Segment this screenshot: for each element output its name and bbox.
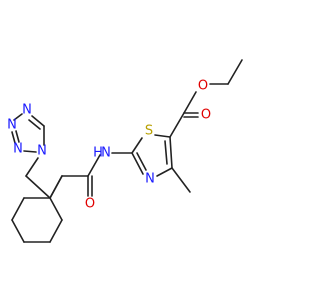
bond-cq-ch2tz [49, 175, 63, 199]
bond-cester-c5 [169, 112, 185, 138]
bond-ch3-ch2 [227, 59, 243, 85]
atom-n-tetrazole-2: N [13, 142, 23, 157]
atom-o-ester-ether: O [198, 79, 208, 94]
molecule-drawing: O O S N N H O N N N N [7, 59, 243, 243]
atom-h-amide: H [93, 146, 103, 161]
atom-o-ester-carbonyl: O [201, 108, 211, 123]
atom-n-tetrazole-4: N [22, 103, 32, 118]
atom-n-thiazole: N [145, 172, 155, 187]
bond-cy-2 [49, 219, 63, 243]
bond-s-c2 [131, 137, 143, 154]
bond-c4-c5-1 [169, 136, 173, 169]
bond-c4-c5-2 [164, 140, 168, 165]
bond-n3-n2-2 [15, 130, 20, 143]
bond-cy-1 [49, 197, 63, 221]
atom-s-thiazole: S [145, 124, 153, 139]
bond-n2-n1 [23, 150, 37, 153]
bond-ctz-n4-2 [28, 119, 41, 130]
bond-c4-methyl [171, 167, 191, 193]
bond-cy-5 [11, 197, 25, 221]
bond-ctz-n4-1 [31, 115, 45, 127]
bond-n3-n2-1 [11, 131, 16, 144]
bond-oester-cester [183, 91, 197, 114]
atom-labels: O O S N N H O N N N N [7, 79, 211, 212]
bond-nh-camide [87, 154, 101, 177]
atom-n-amide: N [101, 146, 111, 161]
atom-o-amide: O [85, 197, 95, 212]
bond-c2-n3-1 [131, 152, 144, 175]
bond-cq-ch2tz-b [25, 175, 51, 199]
bond-n4-n3 [13, 113, 23, 121]
bond-n3-c4 [156, 167, 173, 177]
atom-n-tetrazole-1: N [37, 144, 47, 159]
atom-n-tetrazole-3: N [7, 118, 17, 133]
bonds [11, 59, 243, 243]
bond-c5-s [154, 134, 171, 138]
bond-ch2tz-n1 [25, 157, 39, 177]
bond-cy-4 [11, 219, 25, 243]
bond-c2-n3-2 [136, 152, 147, 171]
